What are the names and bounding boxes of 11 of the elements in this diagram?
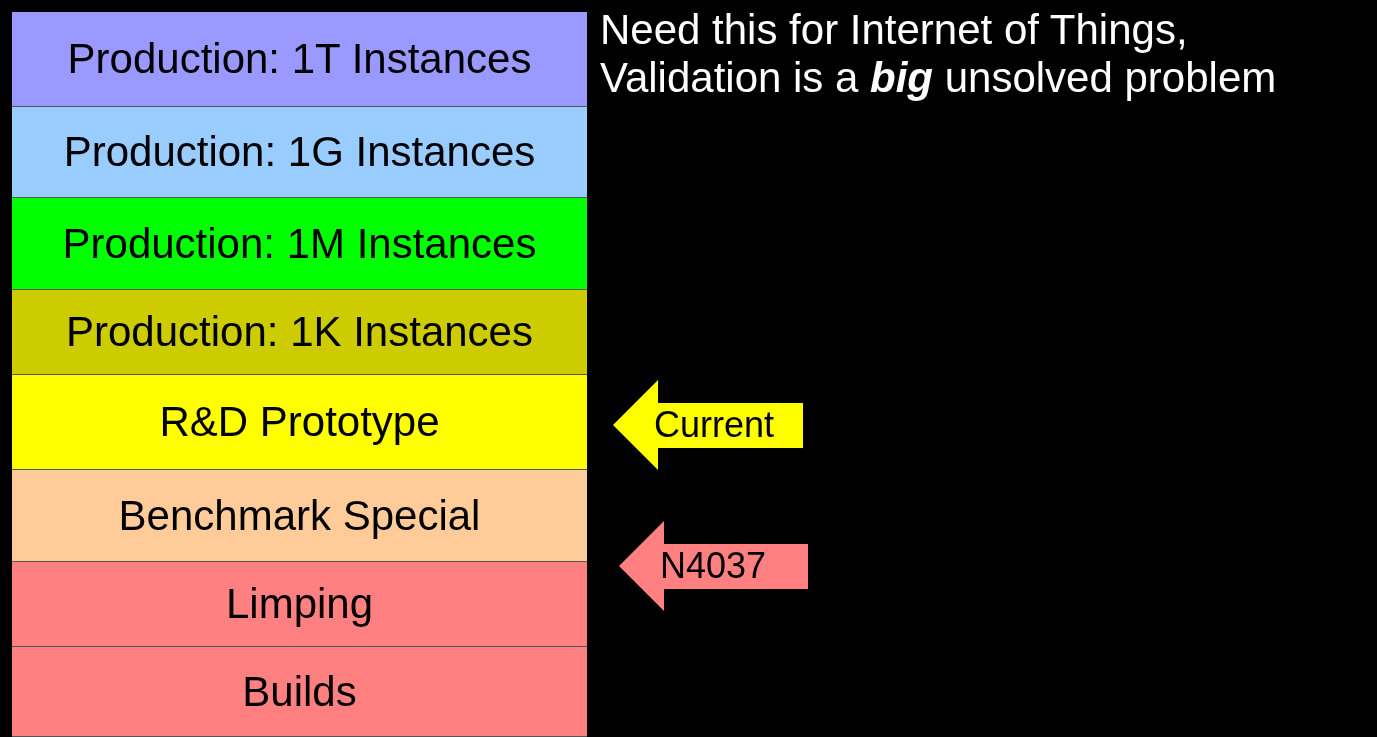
level-band: Production: 1T Instances — [12, 12, 587, 107]
arrow-tag: N4037 — [619, 521, 808, 611]
arrow-tag: Current — [613, 380, 803, 470]
level-band: Limping — [12, 562, 587, 647]
level-band: Production: 1M Instances — [12, 198, 587, 290]
level-band: Benchmark Special — [12, 470, 587, 562]
level-band: Production: 1K Instances — [12, 290, 587, 375]
note-text: Need this for Internet of Things, Validation is a big unsolved problem — [600, 6, 1278, 102]
level-band: R&D Prototype — [12, 375, 587, 470]
level-band: Builds — [12, 647, 587, 737]
level-band: Production: 1G Instances — [12, 107, 587, 198]
